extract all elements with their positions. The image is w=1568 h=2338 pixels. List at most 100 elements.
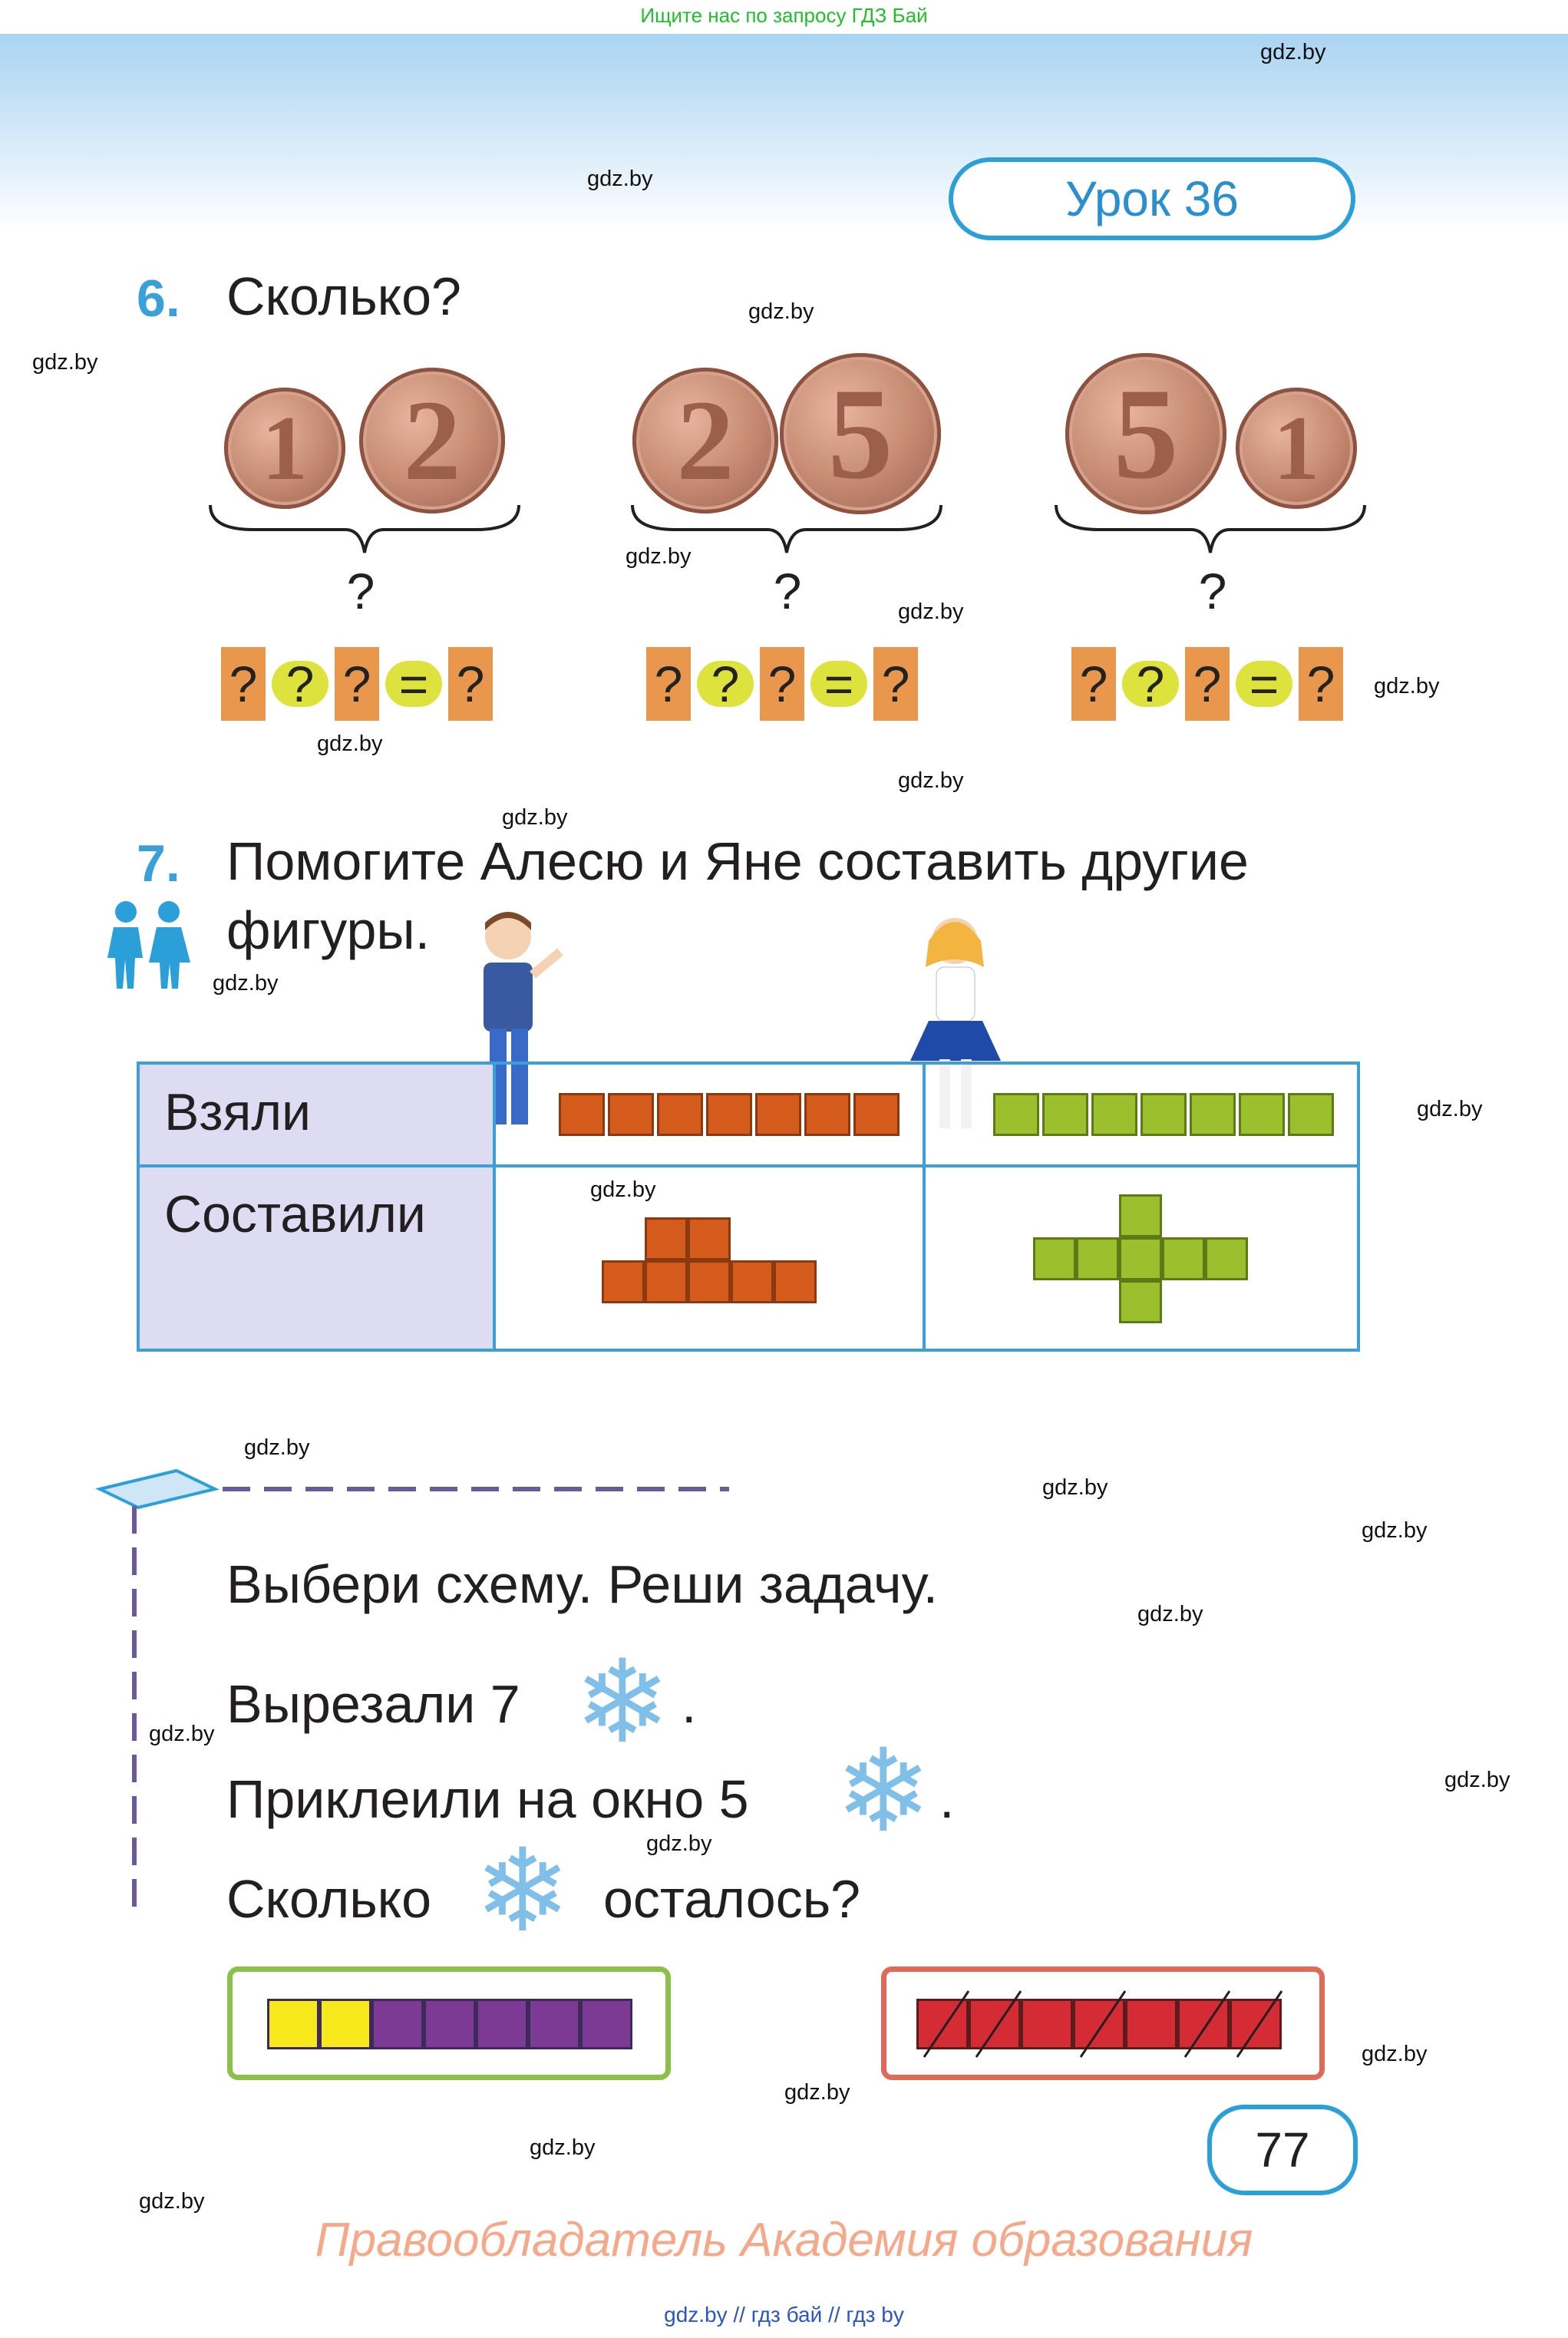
coin-5: 5 (780, 353, 941, 514)
watermark: gdz.by (1362, 2042, 1428, 2066)
problem-line-cut: Вырезали 7 (226, 1674, 520, 1734)
orange-square (559, 1093, 605, 1136)
orange-square (602, 1260, 645, 1303)
task-7-number: 7. (137, 834, 180, 893)
group-2-question: ? (773, 563, 802, 619)
page-number: 77 (1207, 2105, 1358, 2195)
watermark: gdz.by (1444, 1768, 1510, 1792)
group-2-equation: ? ? ? = ? (646, 647, 918, 721)
equation-box[interactable]: ? (221, 647, 266, 721)
scheme-left[interactable] (227, 1966, 671, 2080)
watermark: gdz.by (1362, 1518, 1428, 1543)
green-square (993, 1093, 1039, 1136)
green-square (1162, 1237, 1205, 1280)
watermark: gdz.by (32, 350, 98, 375)
watermark: gdz.by (748, 299, 814, 324)
curly-brace-icon (209, 504, 520, 553)
scheme-right[interactable] (881, 1966, 1325, 2080)
table-divider (140, 1164, 1357, 1167)
watermark: gdz.by (213, 971, 279, 996)
red-square (1125, 1999, 1177, 2049)
group-3-equation: ? ? ? = ? (1071, 647, 1343, 721)
watermark: gdz.by (898, 599, 964, 624)
watermark: gdz.by (590, 1177, 656, 1202)
punctuation: . (939, 1769, 955, 1829)
orange-square (853, 1093, 900, 1136)
red-square-crossed (1230, 1999, 1282, 2049)
rights-holder: Правообладатель Академия образования (315, 2214, 1253, 2267)
green-square (1119, 1280, 1162, 1323)
red-square-crossed (969, 1999, 1021, 2049)
watermark: gdz.by (1042, 1475, 1108, 1500)
equation-result-box[interactable]: ? (448, 647, 493, 721)
watermark: gdz.by (317, 731, 383, 756)
equation-result-box[interactable]: ? (873, 647, 918, 721)
pair-work-icon (107, 901, 190, 989)
orange-square (688, 1260, 731, 1303)
girl-figure (910, 918, 1001, 1128)
equation-box[interactable]: ? (1185, 647, 1230, 721)
green-square (1076, 1237, 1119, 1280)
watermark: gdz.by (626, 544, 692, 569)
problem-line-glued: Приклеили на окно 5 (226, 1769, 749, 1829)
coin-2: 2 (632, 368, 778, 514)
watermark: gdz.by (646, 1831, 712, 1856)
red-square (1021, 1999, 1073, 2049)
problem-instruction: Выбери схему. Реши задачу. (226, 1554, 939, 1614)
purple-square (424, 1999, 476, 2049)
problem-question-start: Сколько (226, 1869, 432, 1929)
snowflake-icon: ❄ (835, 1726, 932, 1855)
coin-2: 2 (359, 368, 505, 514)
green-square (1239, 1093, 1285, 1136)
coin-1: 1 (224, 388, 345, 509)
punctuation: . (682, 1674, 697, 1734)
equation-operator[interactable]: ? (697, 659, 754, 709)
orange-square (755, 1093, 801, 1136)
purple-square (371, 1999, 424, 2049)
orange-square (706, 1093, 752, 1136)
green-square (1288, 1093, 1334, 1136)
table-divider (923, 1065, 926, 1349)
footer-links[interactable]: gdz.by // гдз бай // гдз by (664, 2303, 904, 2326)
green-square (1033, 1237, 1076, 1280)
equation-operator[interactable]: ? (1122, 659, 1179, 709)
watermark: gdz.by (1260, 40, 1326, 64)
group-3-question: ? (1198, 563, 1227, 619)
problem-question-end: осталось? (603, 1869, 861, 1929)
orange-square (774, 1260, 817, 1303)
snowflake-icon: ❄ (574, 1637, 671, 1766)
task-7-title-line1: Помогите Алесю и Яне составить другие (226, 831, 1249, 891)
equation-box[interactable]: ? (1071, 647, 1116, 721)
row-label-made: Составили (164, 1185, 426, 1243)
orange-square (608, 1093, 654, 1136)
orange-square (804, 1093, 850, 1136)
equals-sign: = (385, 659, 442, 709)
equals-sign: = (1236, 659, 1292, 709)
watermark: gdz.by (244, 1435, 310, 1460)
green-square (1141, 1093, 1187, 1136)
top-banner: Ищите нас по запросу ГДЗ Бай (640, 4, 928, 27)
equation-operator[interactable]: ? (272, 659, 328, 709)
task-6-title: Сколько? (226, 266, 461, 326)
equation-box[interactable]: ? (335, 647, 379, 721)
table-label-cell (140, 1065, 493, 1164)
purple-square (476, 1999, 528, 2049)
watermark: gdz.by (149, 1722, 215, 1746)
curly-brace-icon (631, 504, 942, 553)
purple-square (528, 1999, 580, 2049)
orange-square (645, 1260, 688, 1303)
watermark: gdz.by (1374, 674, 1440, 698)
purple-square (580, 1999, 632, 2049)
orange-square (688, 1217, 731, 1260)
equation-result-box[interactable]: ? (1299, 647, 1343, 721)
watermark: gdz.by (1417, 1097, 1483, 1121)
red-square-crossed (916, 1999, 969, 2049)
watermark: gdz.by (1137, 1602, 1203, 1626)
equation-box[interactable]: ? (760, 647, 804, 721)
orange-square (645, 1217, 688, 1260)
lesson-badge: Урок 36 (949, 157, 1355, 240)
watermark: gdz.by (784, 2080, 850, 2105)
row-label-taken: Взяли (164, 1083, 312, 1141)
green-square (1119, 1237, 1162, 1280)
equation-box[interactable]: ? (646, 647, 691, 721)
